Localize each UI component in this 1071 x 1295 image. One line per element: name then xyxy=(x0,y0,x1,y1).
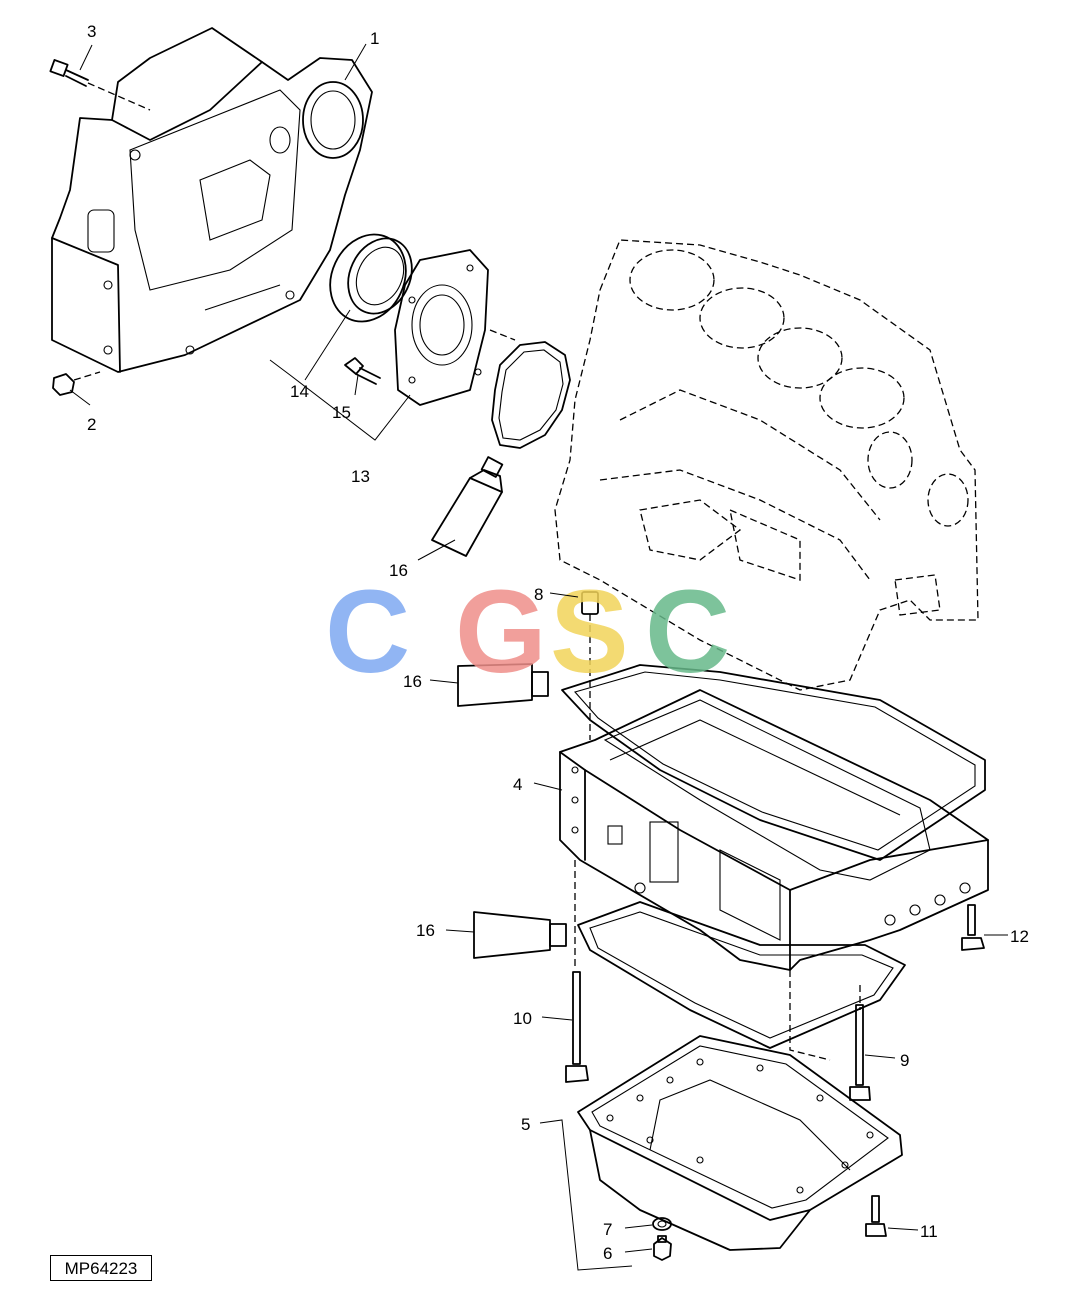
watermark-letter-c2: C xyxy=(645,566,730,698)
callout-4: 4 xyxy=(513,775,522,794)
callout-11: 11 xyxy=(920,1222,938,1241)
bolt-10 xyxy=(565,971,589,1083)
watermark-letter-g: G xyxy=(455,566,547,698)
oil-pan-upper-4 xyxy=(559,689,989,971)
sealant-tube-middle xyxy=(457,663,549,707)
washer-7 xyxy=(652,1217,672,1231)
plug-2 xyxy=(52,371,101,396)
bolt-11 xyxy=(865,1195,887,1237)
callout-16-lower: 16 xyxy=(416,921,435,940)
cylinder-block xyxy=(554,239,979,691)
callout-5: 5 xyxy=(521,1115,530,1134)
gear-case xyxy=(51,27,373,373)
bolt-9 xyxy=(849,1004,871,1101)
watermark-letter-s: S xyxy=(550,566,629,698)
seal-case-13 xyxy=(394,249,516,406)
callout-13: 13 xyxy=(351,467,370,486)
callout-14: 14 xyxy=(290,382,309,401)
callout-8: 8 xyxy=(534,585,543,604)
callout-2: 2 xyxy=(87,415,96,434)
oil-pan-lower-5 xyxy=(577,1035,903,1251)
figure-id-label: MP64223 xyxy=(50,1255,152,1281)
upper-gasket xyxy=(561,664,986,861)
leader-lines xyxy=(69,43,1008,1271)
callout-6: 6 xyxy=(603,1244,612,1263)
callout-10: 10 xyxy=(513,1009,532,1028)
callout-3: 3 xyxy=(87,22,96,41)
sealant-tube-lower xyxy=(473,911,567,959)
bolt-3 xyxy=(49,59,151,111)
bolt-15 xyxy=(344,357,381,385)
bolt-12 xyxy=(961,904,985,951)
callout-12: 12 xyxy=(1010,927,1029,946)
oil-seal-14 xyxy=(329,233,413,323)
watermark-letter-c1: C xyxy=(325,566,410,698)
callout-7: 7 xyxy=(603,1220,612,1239)
callout-9: 9 xyxy=(900,1051,909,1070)
callout-16-top: 16 xyxy=(389,561,408,580)
drain-plug-6 xyxy=(653,1235,672,1261)
sealant-tube-top xyxy=(431,456,504,557)
gasket xyxy=(491,341,571,449)
lower-gasket xyxy=(574,860,906,1061)
callouts: 1 2 3 4 5 6 7 8 9 10 11 12 13 14 15 16 1… xyxy=(87,22,1029,1263)
callout-1: 1 xyxy=(370,29,379,48)
callout-15: 15 xyxy=(332,403,351,422)
watermark: C G S C xyxy=(325,566,730,698)
callout-16-middle: 16 xyxy=(403,672,422,691)
